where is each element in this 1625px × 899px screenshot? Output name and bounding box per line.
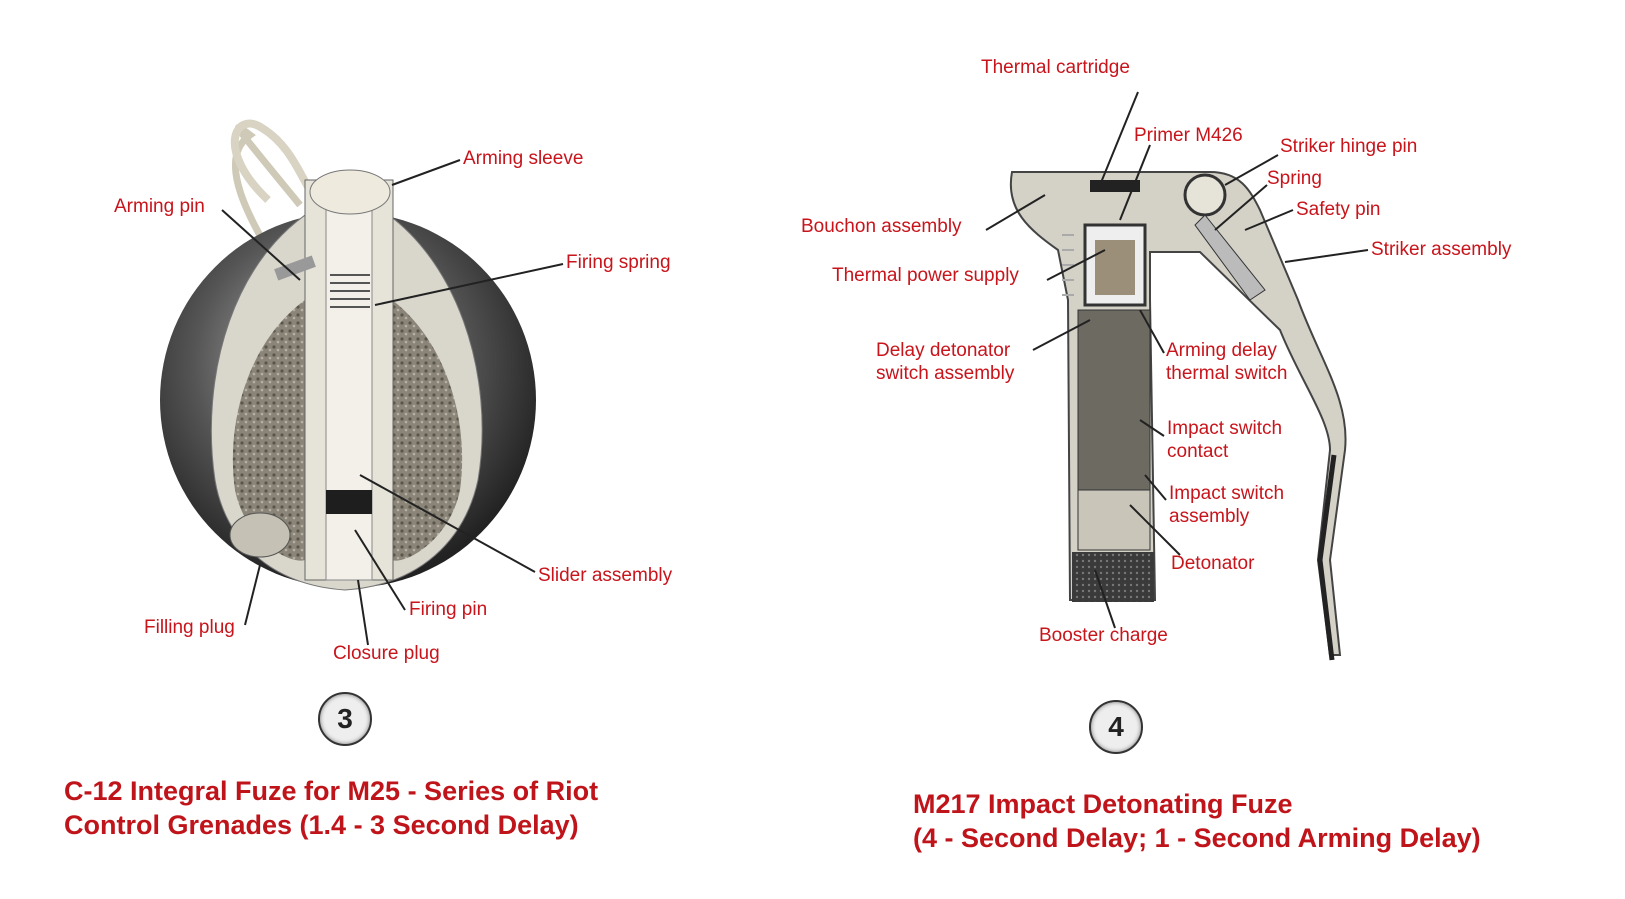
label-line: Impact switch xyxy=(1167,418,1283,439)
booster-charge-fill xyxy=(1072,552,1154,602)
label-firing-spring: Firing spring xyxy=(566,252,671,273)
filling-plug xyxy=(229,512,291,558)
label-arming-delay-thermal-switch: Arming delay thermal switch xyxy=(1166,339,1287,385)
grenade-cutaway-illustration xyxy=(160,119,536,591)
m217-fuze-illustration xyxy=(1009,171,1347,661)
figure-number-4: 4 xyxy=(1089,700,1143,754)
label-delay-detonator: Delay detonator switch assembly xyxy=(876,339,1014,385)
caption-left-line2: Control Grenades (1.4 - 3 Second Delay) xyxy=(64,810,579,840)
caption-right-line2: (4 - Second Delay; 1 - Second Arming Del… xyxy=(913,823,1481,853)
label-line: thermal switch xyxy=(1166,363,1288,384)
striker-lever xyxy=(1317,454,1337,661)
arming-sleeve-top xyxy=(309,169,391,215)
label-line: assembly xyxy=(1169,506,1250,527)
label-impact-switch-assembly: Impact switch assembly xyxy=(1169,482,1284,528)
label-thermal-cartridge: Thermal cartridge xyxy=(981,57,1130,78)
label-impact-switch-contact: Impact switch contact xyxy=(1167,417,1282,463)
caption-left-line1: C-12 Integral Fuze for M25 - Series of R… xyxy=(64,776,599,806)
label-arming-pin: Arming pin xyxy=(114,196,205,217)
label-line: Delay detonator xyxy=(876,340,1011,361)
label-safety-pin: Safety pin xyxy=(1296,199,1381,220)
label-line: contact xyxy=(1167,441,1229,462)
label-spring: Spring xyxy=(1267,168,1322,189)
label-striker-assembly: Striker assembly xyxy=(1371,239,1512,260)
label-line: switch assembly xyxy=(876,363,1015,384)
label-primer: Primer M426 xyxy=(1134,125,1243,146)
figure-number-3: 3 xyxy=(318,692,372,746)
label-filling-plug: Filling plug xyxy=(144,617,235,638)
leader-lines xyxy=(221,91,1369,646)
label-arming-sleeve: Arming sleeve xyxy=(463,148,584,169)
label-bouchon-assembly: Bouchon assembly xyxy=(801,216,962,237)
label-detonator: Detonator xyxy=(1171,553,1255,574)
label-striker-hinge-pin: Striker hinge pin xyxy=(1280,136,1418,157)
caption-right-line1: M217 Impact Detonating Fuze xyxy=(913,789,1293,819)
label-line: Arming delay xyxy=(1166,340,1277,361)
label-line: Impact switch xyxy=(1169,483,1285,504)
thermal-cartridge xyxy=(1090,180,1140,192)
label-firing-pin: Firing pin xyxy=(409,599,488,620)
label-booster-charge: Booster charge xyxy=(1039,625,1168,646)
label-slider-assembly: Slider assembly xyxy=(538,565,673,586)
label-thermal-power-supply: Thermal power supply xyxy=(832,265,1019,286)
label-closure-plug: Closure plug xyxy=(333,643,440,664)
striker-hinge xyxy=(1183,173,1227,217)
pull-ring xyxy=(231,124,303,272)
